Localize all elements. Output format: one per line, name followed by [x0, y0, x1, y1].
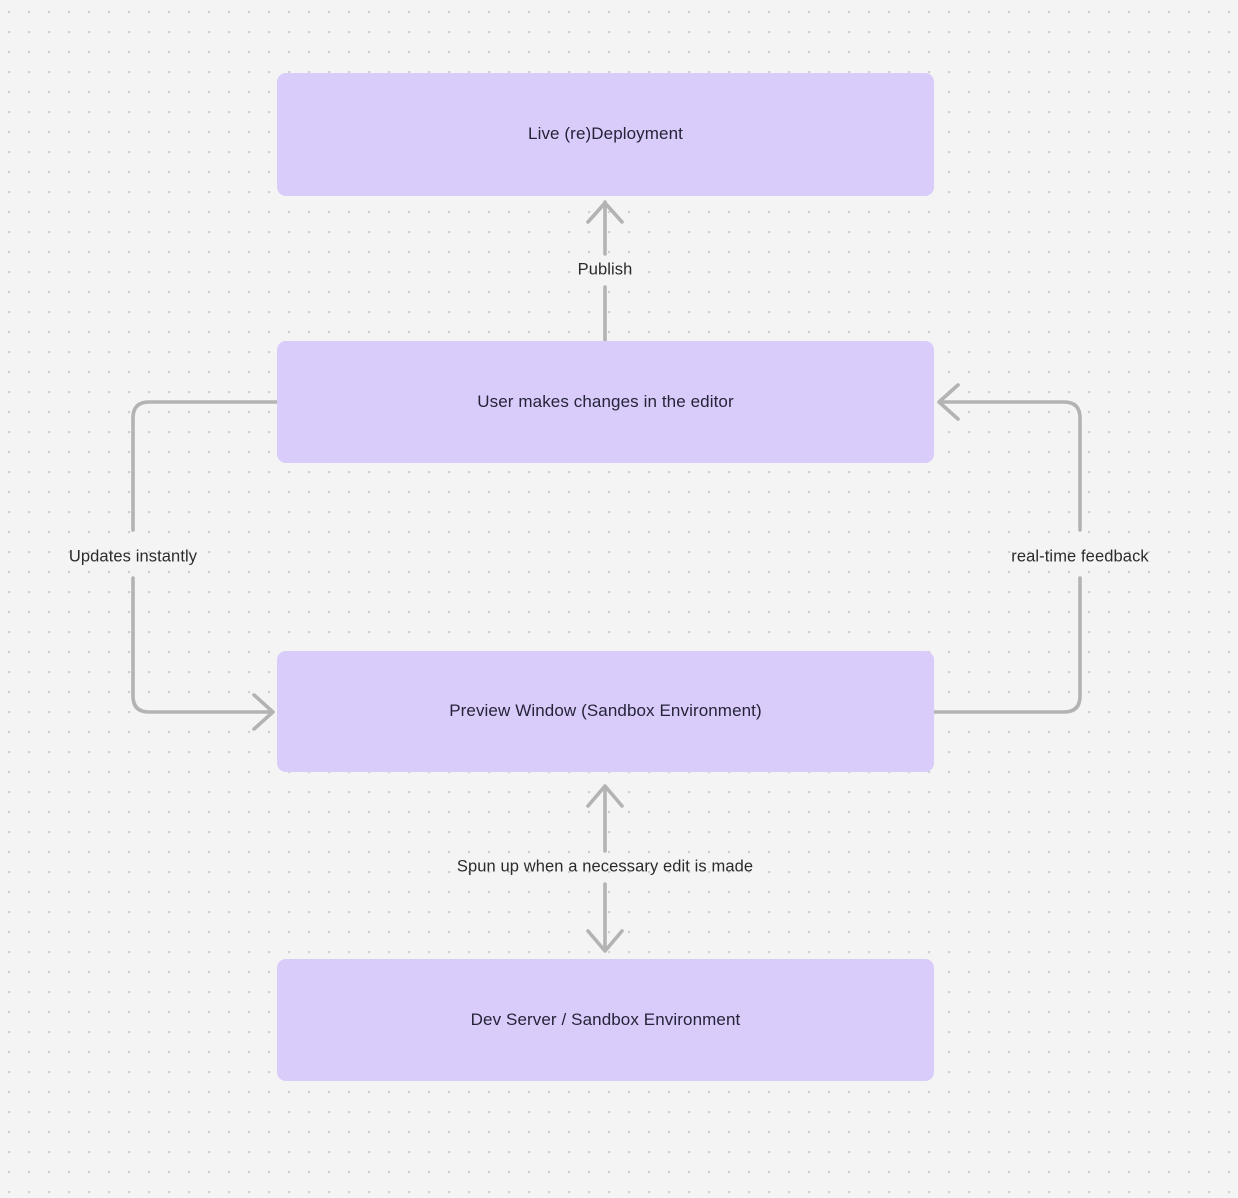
node-label: Dev Server / Sandbox Environment — [470, 1009, 741, 1029]
edge-label-spun-up: Spun up when a necessary edit is made — [456, 857, 754, 876]
node-label: Live (re)Deployment — [528, 124, 683, 144]
edge-label-updates-instantly: Updates instantly — [68, 547, 198, 566]
edge-label-publish: Publish — [577, 260, 633, 279]
node-label: User makes changes in the editor — [477, 391, 734, 411]
node-user-makes-changes[interactable]: User makes changes in the editor — [277, 341, 934, 463]
node-live-redeployment[interactable]: Live (re)Deployment — [277, 73, 934, 196]
node-preview-window[interactable]: Preview Window (Sandbox Environment) — [277, 651, 934, 772]
edge-label-real-time-feedback: real-time feedback — [1011, 547, 1149, 566]
node-label: Preview Window (Sandbox Environment) — [449, 701, 762, 721]
node-dev-server[interactable]: Dev Server / Sandbox Environment — [277, 959, 934, 1081]
